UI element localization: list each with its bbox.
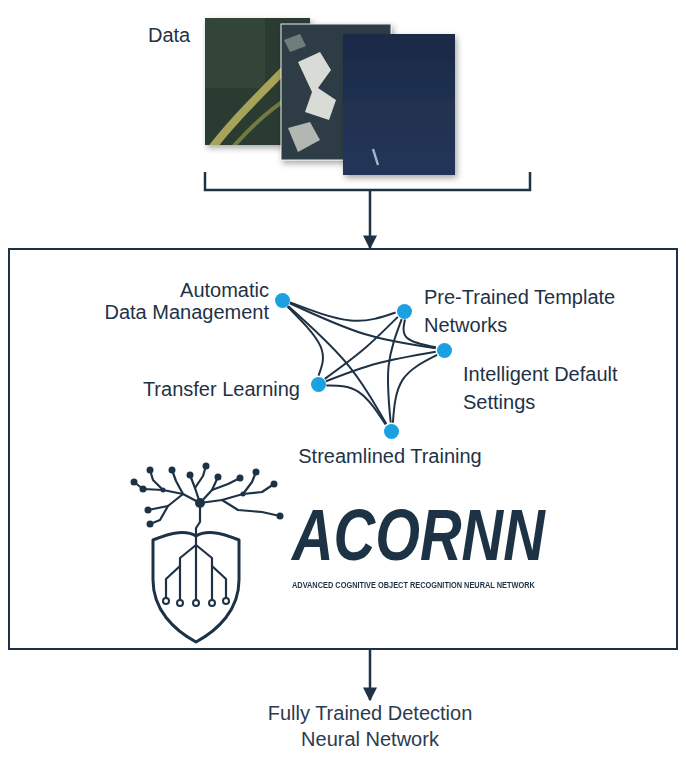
ship-wake <box>373 149 378 165</box>
tree-trunk <box>196 503 200 600</box>
feature-dot: Transfer Learning <box>311 377 326 392</box>
shield-outline <box>153 533 239 642</box>
circuit-trace <box>196 545 212 600</box>
circuit-pad <box>209 600 215 606</box>
tree-dots <box>131 463 284 528</box>
feature-label: Intelligent Default Settings <box>463 360 663 416</box>
tree-dot <box>147 467 154 474</box>
tree-dot <box>253 469 260 476</box>
tree-dot <box>215 474 222 481</box>
feature-dot: Pre-Trained Template Networks <box>397 304 412 319</box>
tree-dot <box>203 463 210 470</box>
circuit-trace <box>166 566 180 598</box>
feature-dot: Intelligent Default Settings <box>437 343 452 358</box>
image-ground <box>343 34 455 175</box>
network-link <box>287 307 323 376</box>
tree-logo <box>134 466 280 642</box>
tree-branch <box>150 470 163 490</box>
output-label-box: Fully Trained Detection Neural Network <box>250 700 490 752</box>
feature-label: Transfer Learning <box>100 377 300 401</box>
feature-dot: Automatic Data Management <box>275 293 290 308</box>
tree-branch <box>172 470 183 494</box>
tree-dot <box>169 467 176 474</box>
flow-arrow <box>369 190 372 248</box>
circuit-pad <box>177 600 183 606</box>
input-bracket <box>205 172 530 190</box>
satellite-image <box>343 34 455 175</box>
tree-dot <box>237 475 244 482</box>
system-frame: ACORNN ADVANCED COGNITIVE OBJECT RECOGNIT… <box>8 248 678 650</box>
coastline-shape <box>288 122 320 152</box>
data-input-group: Data <box>205 15 530 190</box>
network-link <box>325 317 398 379</box>
feature-label: Automatic Data Management <box>89 279 269 323</box>
feature-label: Streamlined Training <box>280 444 500 468</box>
circuit-trace <box>212 566 226 598</box>
circuit-pad <box>193 600 199 606</box>
circuit-pads <box>163 598 229 606</box>
tree-branch <box>148 494 183 510</box>
network-link <box>326 386 385 425</box>
tree-dot <box>187 472 194 479</box>
circuit-pad <box>223 598 229 604</box>
tree-dot <box>131 479 138 486</box>
logo-wordmark: ACORNN <box>292 499 556 571</box>
tree-branch <box>150 506 168 524</box>
tree-dot <box>140 486 147 493</box>
tree-root-dot <box>195 498 205 508</box>
tree-branch <box>195 466 206 488</box>
output-label: Fully Trained Detection Neural Network <box>250 700 490 752</box>
tree-dot <box>277 513 284 520</box>
tree-dot <box>161 488 166 493</box>
terrain-patch <box>205 18 265 88</box>
coastline-shape <box>298 52 336 120</box>
tree-branch <box>143 489 200 503</box>
tree-branch <box>243 472 256 494</box>
input-label: Data <box>148 23 204 47</box>
coastline-shape <box>284 34 306 52</box>
tree-dot <box>241 492 246 497</box>
tree-branch <box>200 484 274 503</box>
circuit-pad <box>163 598 169 604</box>
network-link <box>290 303 436 348</box>
tree-dot <box>147 521 154 528</box>
tree-dot <box>145 507 152 514</box>
feature-dot: Streamlined Training <box>384 424 399 439</box>
tree-branch <box>222 500 280 516</box>
image-detail <box>373 149 378 165</box>
network-link <box>326 352 436 382</box>
flow-arrow <box>369 650 372 700</box>
logo-tagline: ADVANCED COGNITIVE OBJECT RECOGNITION NE… <box>292 580 563 590</box>
network-link <box>393 355 437 423</box>
circuit-trace <box>180 545 196 600</box>
image-detail <box>284 34 336 152</box>
feature-label: Pre-Trained Template Networks <box>424 283 656 339</box>
tree-dot <box>271 481 278 488</box>
